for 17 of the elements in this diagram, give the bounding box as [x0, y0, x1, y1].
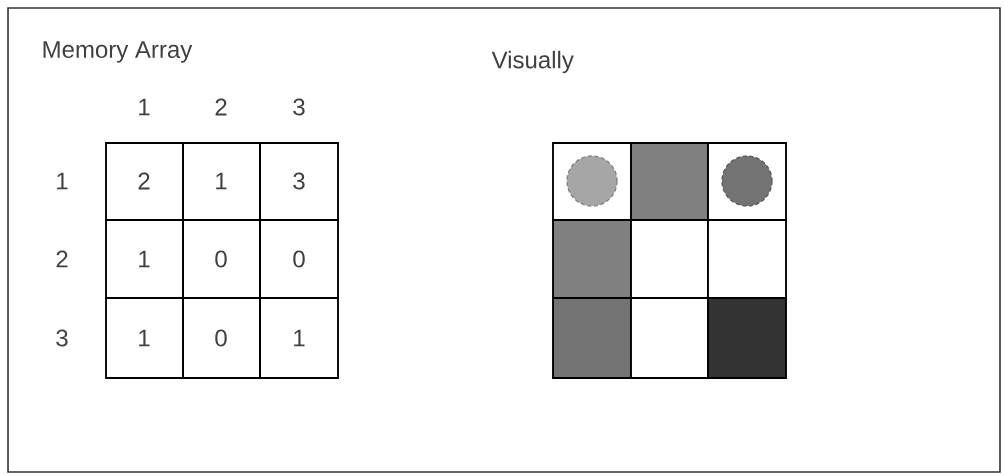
table-cell: 0 — [182, 219, 261, 299]
column-number: 2 — [215, 98, 227, 116]
table-cell: 3 — [259, 142, 339, 221]
heading: Memory Array — [43, 41, 193, 63]
table-cell: 1 — [182, 142, 261, 221]
heading: Visually — [491, 50, 574, 74]
table-cell: 0 — [182, 297, 261, 379]
table-cell: 1 — [259, 297, 339, 379]
table-cell: 1 — [105, 219, 184, 299]
row-number: 2 — [56, 250, 68, 268]
column-number: 3 — [293, 98, 305, 116]
table-cell: 2 — [105, 142, 184, 221]
table-cell: 0 — [259, 219, 339, 299]
table-cell: 1 — [105, 297, 184, 379]
row-number: 1 — [57, 172, 68, 190]
row-number: 3 — [56, 329, 68, 347]
column-number: 1 — [139, 98, 150, 116]
